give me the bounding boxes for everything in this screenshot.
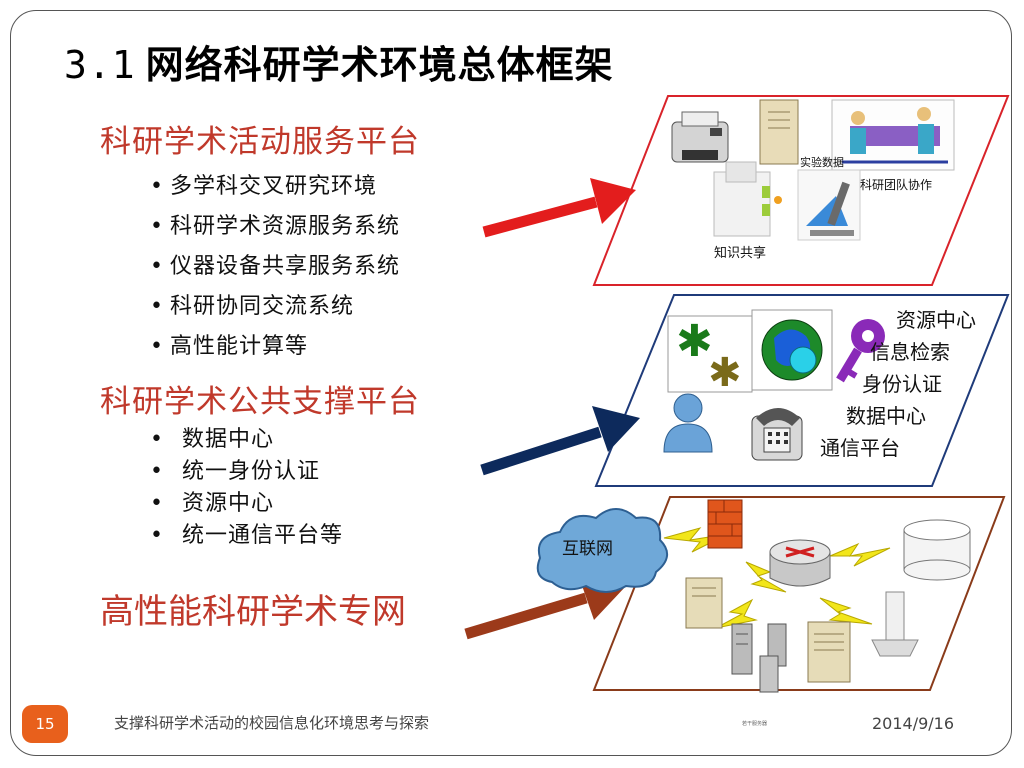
server-rack-icon bbox=[731, 623, 787, 693]
database-icon bbox=[903, 519, 971, 581]
section-heading-research-network: 高性能科研学术专网 bbox=[100, 592, 406, 632]
team-collaboration-icon bbox=[831, 99, 955, 171]
section-heading-service-platform: 科研学术活动服务平台 bbox=[100, 124, 420, 160]
footer-date: 2014/9/16 bbox=[872, 714, 955, 733]
resource-center-label: 资源中心 bbox=[896, 308, 976, 332]
telephone-icon bbox=[751, 408, 803, 461]
page-number-badge: 15 bbox=[22, 705, 68, 743]
list-item: 仪器设备共享服务系统 bbox=[150, 247, 400, 287]
list-item: 资源中心 bbox=[150, 488, 343, 520]
footer-caption: 支撑科研学术活动的校园信息化环境思考与探索 bbox=[114, 714, 430, 732]
user-icon bbox=[663, 393, 713, 453]
asterisk-icon: ✱ ✱ bbox=[676, 316, 742, 396]
server-icon bbox=[759, 99, 799, 165]
list-item: 高性能计算等 bbox=[150, 327, 400, 367]
arrow-icon bbox=[482, 178, 636, 238]
microscope-icon bbox=[797, 169, 861, 241]
server-icon bbox=[685, 577, 723, 629]
cloud-icon bbox=[536, 508, 668, 593]
communication-platform-label: 通信平台 bbox=[820, 436, 900, 460]
slide-frame bbox=[10, 10, 1012, 756]
list-item: 统一身份认证 bbox=[150, 456, 343, 488]
building-icon bbox=[713, 161, 782, 237]
data-center-label: 数据中心 bbox=[846, 404, 926, 428]
firewall-icon bbox=[707, 499, 743, 549]
globe-icon bbox=[761, 319, 823, 381]
title-number: 3.1 bbox=[64, 43, 136, 87]
info-retrieval-label: 信息检索 bbox=[870, 340, 950, 364]
list-item: 科研协同交流系统 bbox=[150, 287, 400, 327]
svg-text:✱: ✱ bbox=[708, 350, 742, 396]
support-platform-list: 数据中心 统一身份认证 资源中心 统一通信平台等 bbox=[150, 424, 343, 552]
tower-icon bbox=[871, 591, 919, 657]
list-item: 统一通信平台等 bbox=[150, 520, 343, 552]
team-collaboration-label: 科研团队协作 bbox=[860, 178, 933, 192]
service-platform-list: 多学科交叉研究环境 科研学术资源服务系统 仪器设备共享服务系统 科研协同交流系统… bbox=[150, 167, 400, 367]
lightning-icon bbox=[663, 527, 891, 629]
router-icon bbox=[769, 539, 831, 587]
svg-text:✱: ✱ bbox=[676, 316, 713, 367]
printer-icon bbox=[671, 111, 729, 163]
experiment-data-label: 实验数据 bbox=[800, 156, 844, 169]
list-item: 多学科交叉研究环境 bbox=[150, 167, 400, 207]
list-item: 科研学术资源服务系统 bbox=[150, 207, 400, 247]
servers-caption: 若干服务器 bbox=[742, 721, 768, 727]
server-icon bbox=[807, 621, 851, 683]
identity-auth-label: 身份认证 bbox=[862, 372, 942, 396]
list-item: 数据中心 bbox=[150, 424, 343, 456]
knowledge-sharing-label: 知识共享 bbox=[714, 246, 767, 261]
arrow-icon bbox=[480, 406, 640, 476]
key-icon bbox=[836, 319, 885, 383]
internet-label: 互联网 bbox=[562, 539, 613, 559]
title-text: 网络科研学术环境总体框架 bbox=[145, 43, 614, 87]
section-heading-support-platform: 科研学术公共支撑平台 bbox=[100, 384, 420, 420]
